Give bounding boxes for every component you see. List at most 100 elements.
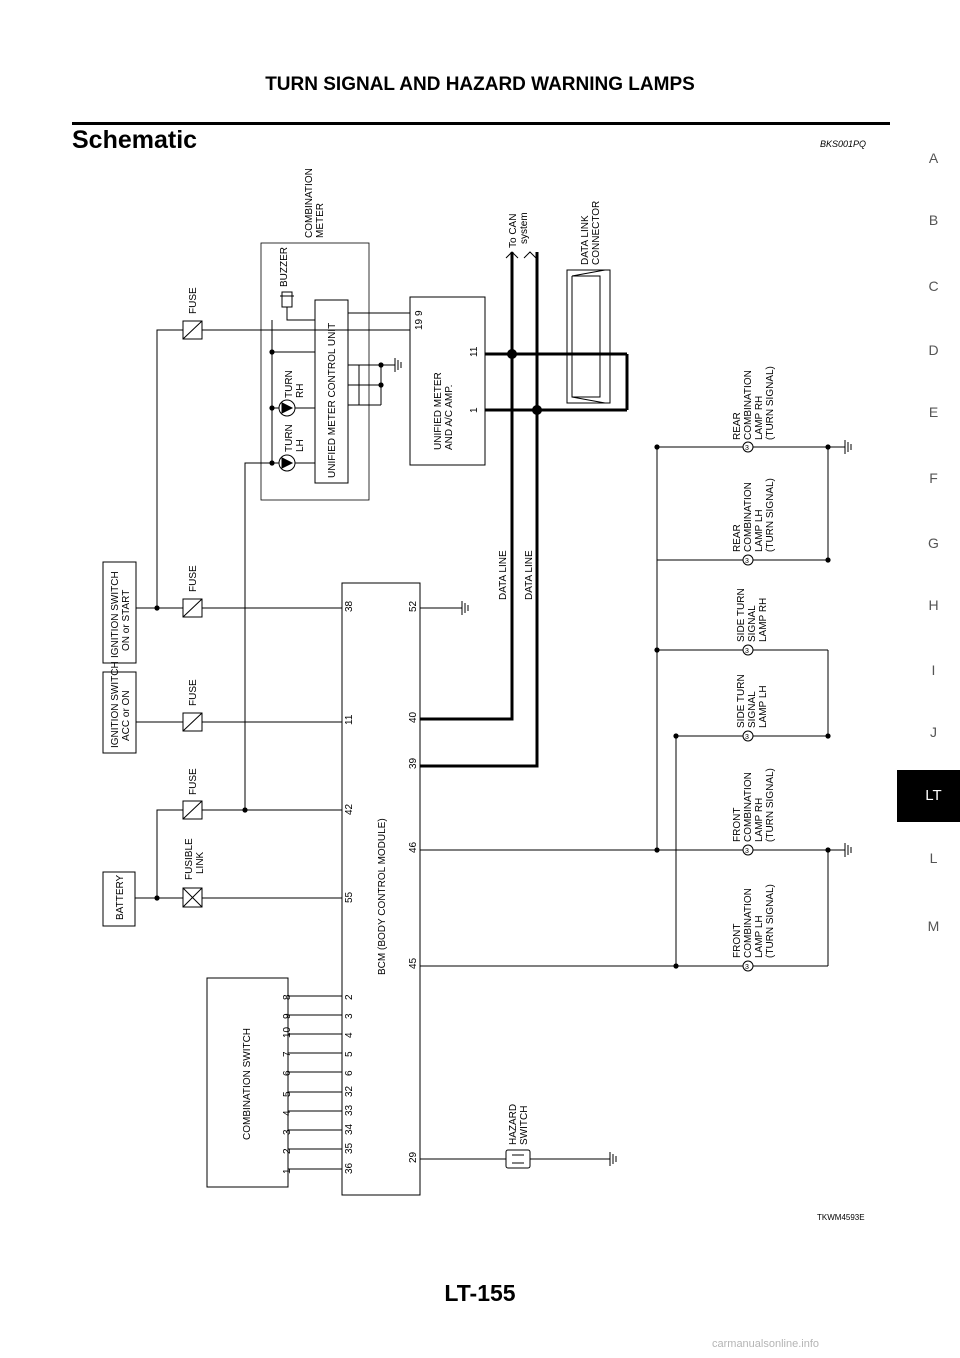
- side-rh-label: SIDE TURN SIGNAL LAMP RH: [736, 586, 769, 643]
- meter-control-unit-label: UNIFIED METER CONTROL UNIT: [327, 323, 338, 478]
- meter-ac-amp-box: [409, 296, 486, 466]
- bcm-switch-pin: 32: [344, 1085, 355, 1097]
- ign-start-label: IGNITION SWITCH ON or START: [110, 569, 132, 658]
- ign-acc-label: IGNITION SWITCH ACC or ON: [110, 659, 132, 748]
- side-tab-e[interactable]: E: [928, 404, 939, 420]
- data-lines: [420, 252, 629, 768]
- junction-dot: [825, 444, 831, 450]
- section-id: BKS001PQ: [820, 139, 867, 149]
- can-system-label: To CAN system: [508, 211, 530, 248]
- junction-dot: [654, 647, 660, 653]
- battery-box: [102, 871, 136, 927]
- bcm-pin: 42: [344, 803, 355, 815]
- bcm-switch-pin: 36: [344, 1162, 355, 1174]
- junction-dot: [825, 847, 831, 853]
- side-tab-d[interactable]: D: [928, 342, 939, 358]
- dlc-label: DATA LINK CONNECTOR: [580, 201, 602, 265]
- lamp-connector-pin: 3: [745, 848, 749, 855]
- combination-switch-pin: 5: [282, 1091, 293, 1097]
- bcm-pin: 29: [408, 1151, 419, 1163]
- junction-dot: [269, 460, 275, 466]
- page-header-title: TURN SIGNAL AND HAZARD WARNING LAMPS: [265, 74, 695, 95]
- lamp-connector-icon: 3: [742, 730, 754, 742]
- junction-dots: [154, 349, 831, 969]
- lamp-connector-pin: 3: [745, 648, 749, 655]
- bcm-switch-pin: 6: [344, 1070, 355, 1076]
- side-tab-m[interactable]: M: [927, 918, 940, 934]
- junction-dot: [673, 963, 679, 969]
- buzzer-label: BUZZER: [279, 247, 290, 287]
- bcm-pin: 45: [408, 957, 419, 969]
- pin-meter-11: 11: [469, 346, 480, 357]
- combination-switch-pin: 7: [282, 1051, 293, 1057]
- header-rule: [72, 122, 890, 125]
- battery-label: BATTERY: [115, 874, 126, 920]
- meter-control-unit-box: [314, 299, 349, 484]
- data-line-junction: [532, 405, 542, 415]
- junction-dot: [242, 807, 248, 813]
- side-tab-l[interactable]: L: [929, 850, 938, 866]
- bcm-pin: 52: [408, 600, 419, 612]
- pin-meter-9: 9: [414, 310, 425, 316]
- turn-rh-label: TURN RH: [284, 367, 306, 398]
- side-tab-j[interactable]: J: [930, 724, 937, 740]
- combination-switch-box: [206, 977, 289, 1188]
- turn-lh-label: TURN LH: [284, 421, 306, 452]
- bcm-box: [341, 582, 421, 1196]
- combination-switch-pin: 4: [282, 1110, 293, 1116]
- side-tab-i[interactable]: I: [931, 662, 936, 678]
- lamp-connector-icon: 3: [742, 844, 754, 856]
- bcm-switch-pin: 33: [344, 1104, 355, 1116]
- lamp-connector-pin: 3: [745, 445, 749, 452]
- lamp-connector-icon: 3: [742, 960, 754, 972]
- ground-icon: [844, 440, 852, 454]
- side-tab-f[interactable]: F: [929, 470, 938, 486]
- fusible-link-label: FUSIBLE LINK: [184, 836, 206, 880]
- side-tab-g[interactable]: G: [928, 535, 939, 551]
- combination-switch-pin: 6: [282, 1070, 293, 1076]
- junction-dot: [378, 382, 384, 388]
- bcm-pin: 55: [344, 891, 355, 903]
- bcm-switch-pin: 34: [344, 1123, 355, 1135]
- data-line-junction: [507, 349, 517, 359]
- ign-start-box: [102, 561, 137, 664]
- ign-acc-box: [102, 671, 137, 754]
- ground-icon: [394, 358, 402, 372]
- bcm-switch-pin: 3: [344, 1013, 355, 1019]
- lamp-connector-icon: 3: [742, 644, 754, 656]
- combination-switch-pin: 9: [282, 1013, 293, 1019]
- turn-indicator-rh: [278, 399, 296, 417]
- data-line-label-1: DATA LINE: [498, 550, 509, 600]
- junction-dot: [673, 733, 679, 739]
- ground-symbols: [394, 358, 852, 1166]
- pin-numbers: 3811425552403946452923456323334353689107…: [282, 600, 419, 1174]
- fuse-label-meter: FUSE: [188, 287, 199, 314]
- side-tab-lt[interactable]: LT: [897, 770, 960, 822]
- combination-meter-box: [260, 242, 370, 501]
- side-tab-a[interactable]: A: [928, 150, 939, 166]
- diagram-id: TKWM4593E: [817, 1213, 865, 1222]
- bcm-pin: 40: [408, 711, 419, 723]
- bcm-label: BCM (BODY CONTROL MODULE): [377, 818, 388, 975]
- bcm-switch-pin: 35: [344, 1142, 355, 1154]
- fuse-label-11: FUSE: [188, 679, 199, 706]
- rear-rh-label: REAR COMBINATION LAMP RH (TURN SIGNAL): [732, 366, 776, 440]
- junction-dot: [825, 733, 831, 739]
- meter-ac-amp-label: UNIFIED METER AND A/C AMP.: [433, 369, 455, 450]
- side-tab-b[interactable]: B: [928, 212, 939, 228]
- watermark: carmanualsonline.info: [712, 1338, 820, 1350]
- junction-dot: [269, 405, 275, 411]
- lamp-connector-pin: 3: [745, 734, 749, 741]
- rear-lh-label: REAR COMBINATION LAMP LH (TURN SIGNAL): [732, 478, 776, 552]
- combination-meter-label: COMBINATION METER: [304, 165, 326, 238]
- side-tab-c[interactable]: C: [928, 278, 939, 294]
- bcm-pin: 39: [408, 757, 419, 769]
- labels: COMBINATION METER BUZZER UNIFIED METER C…: [110, 165, 865, 1222]
- combination-switch-pin: 8: [282, 994, 293, 1000]
- bcm-pin: 11: [344, 714, 355, 725]
- fuse-label-38: FUSE: [188, 565, 199, 592]
- combination-switch-label: COMBINATION SWITCH: [242, 1028, 253, 1140]
- side-tab-h[interactable]: H: [928, 597, 939, 613]
- turn-indicator-lh: [278, 454, 296, 472]
